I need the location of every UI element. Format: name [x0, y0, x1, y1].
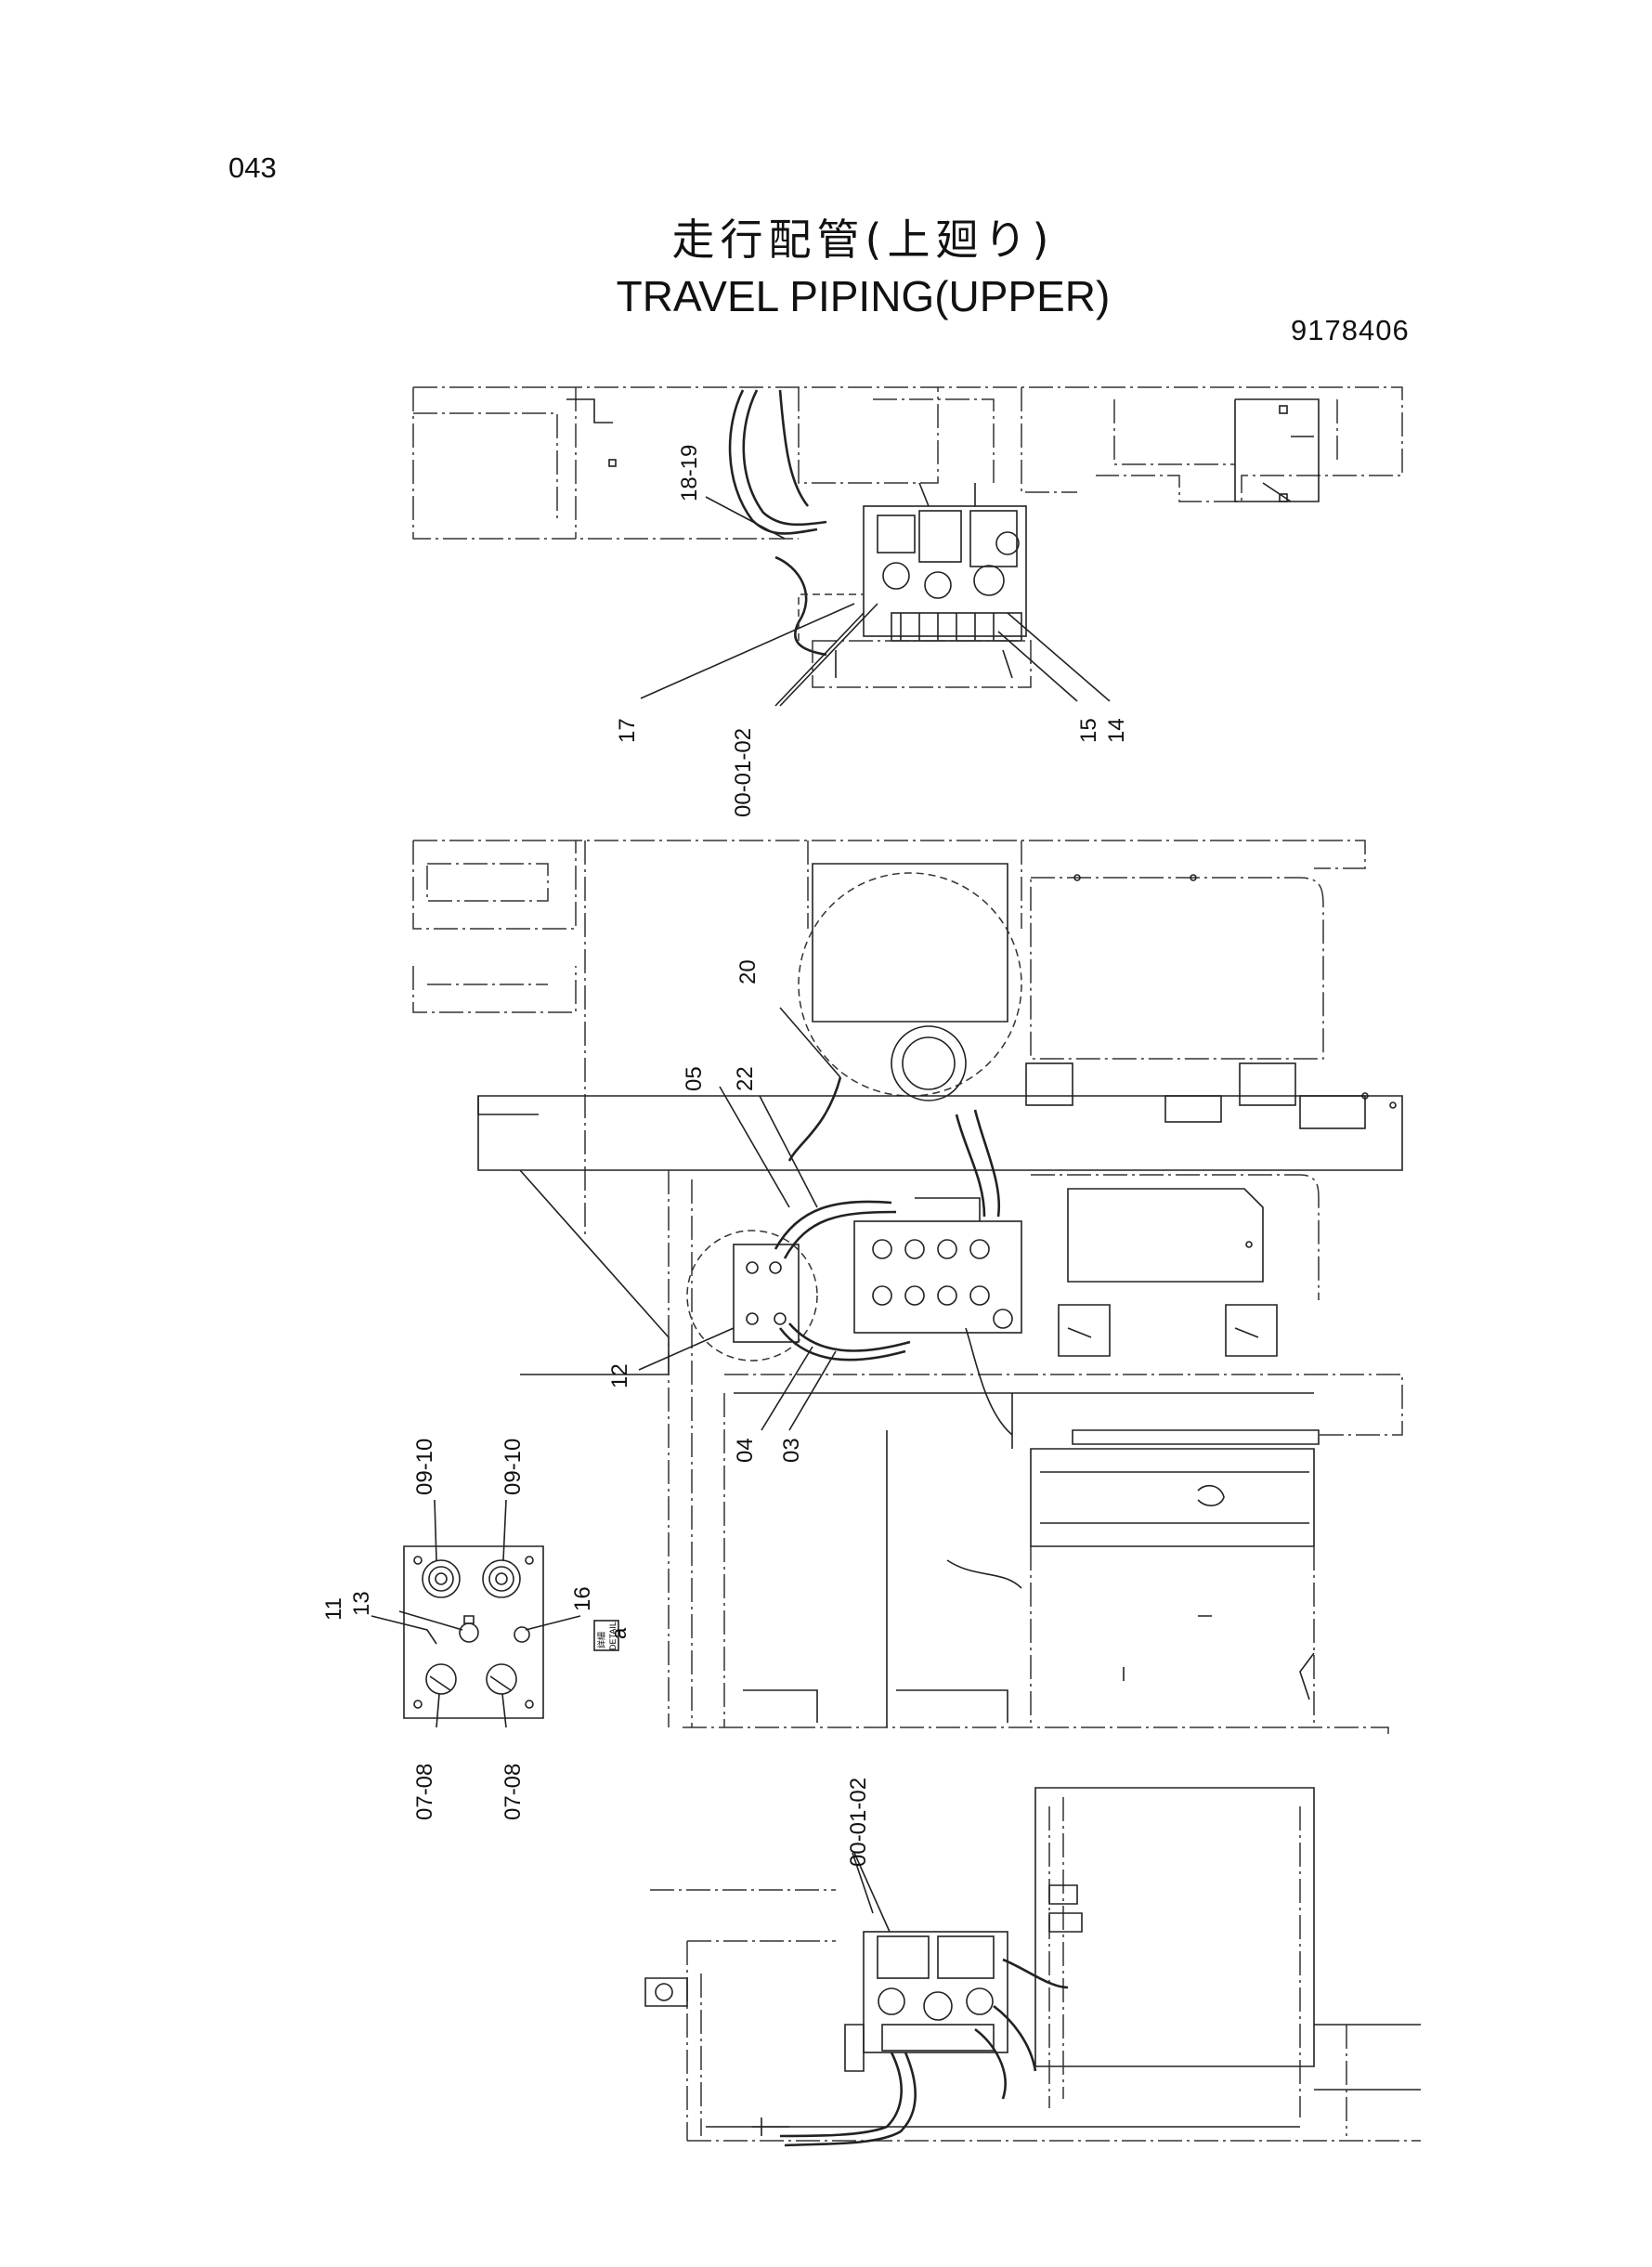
- callout-03: 03: [779, 1438, 804, 1463]
- bottom-view-drawing: [644, 1787, 1421, 2147]
- middle-view-leaders: [638, 1007, 841, 1431]
- detail-a-leaders: [371, 1499, 581, 1728]
- callout-17: 17: [615, 718, 640, 743]
- callout-07-08-right: 07-08: [501, 1764, 526, 1820]
- page-number: 043: [228, 151, 277, 184]
- top-view-drawing: [412, 386, 1403, 688]
- detail-tag-letter: a: [607, 1627, 631, 1639]
- title-english: TRAVEL PIPING(UPPER): [616, 272, 1111, 320]
- callout-15: 15: [1076, 718, 1101, 743]
- callout-13: 13: [349, 1591, 374, 1616]
- callout-09-10-right: 09-10: [501, 1439, 526, 1495]
- middle-view-drawing: [412, 840, 1403, 1737]
- callout-16: 16: [570, 1586, 595, 1611]
- callout-00-01-02-bottom: 00-01-02: [846, 1778, 871, 1867]
- detail-tag-jp: 詳細: [596, 1632, 607, 1648]
- drawing-number: 9178406: [1291, 314, 1410, 346]
- callout-00-01-02-top: 00-01-02: [731, 728, 756, 817]
- callout-07-08-left: 07-08: [412, 1764, 437, 1820]
- bottom-view-leaders: [852, 1852, 891, 1933]
- top-view-leaders: [640, 496, 1111, 707]
- callout-14: 14: [1104, 718, 1129, 743]
- callout-18-19: 18-19: [677, 445, 702, 502]
- detail-a-plate: [403, 1545, 544, 1719]
- callout-22: 22: [733, 1066, 758, 1091]
- detail-tag-en: DETAIL: [608, 1622, 618, 1650]
- callout-11: 11: [321, 1597, 346, 1621]
- title-japanese: 走行配管(上廻り): [671, 215, 1055, 265]
- callout-04: 04: [733, 1438, 758, 1463]
- callout-12: 12: [607, 1363, 632, 1388]
- detail-tag: 詳細 DETAIL a: [593, 1620, 631, 1651]
- callout-05: 05: [682, 1066, 707, 1091]
- callout-09-10-left: 09-10: [412, 1439, 437, 1495]
- callout-20: 20: [735, 959, 761, 984]
